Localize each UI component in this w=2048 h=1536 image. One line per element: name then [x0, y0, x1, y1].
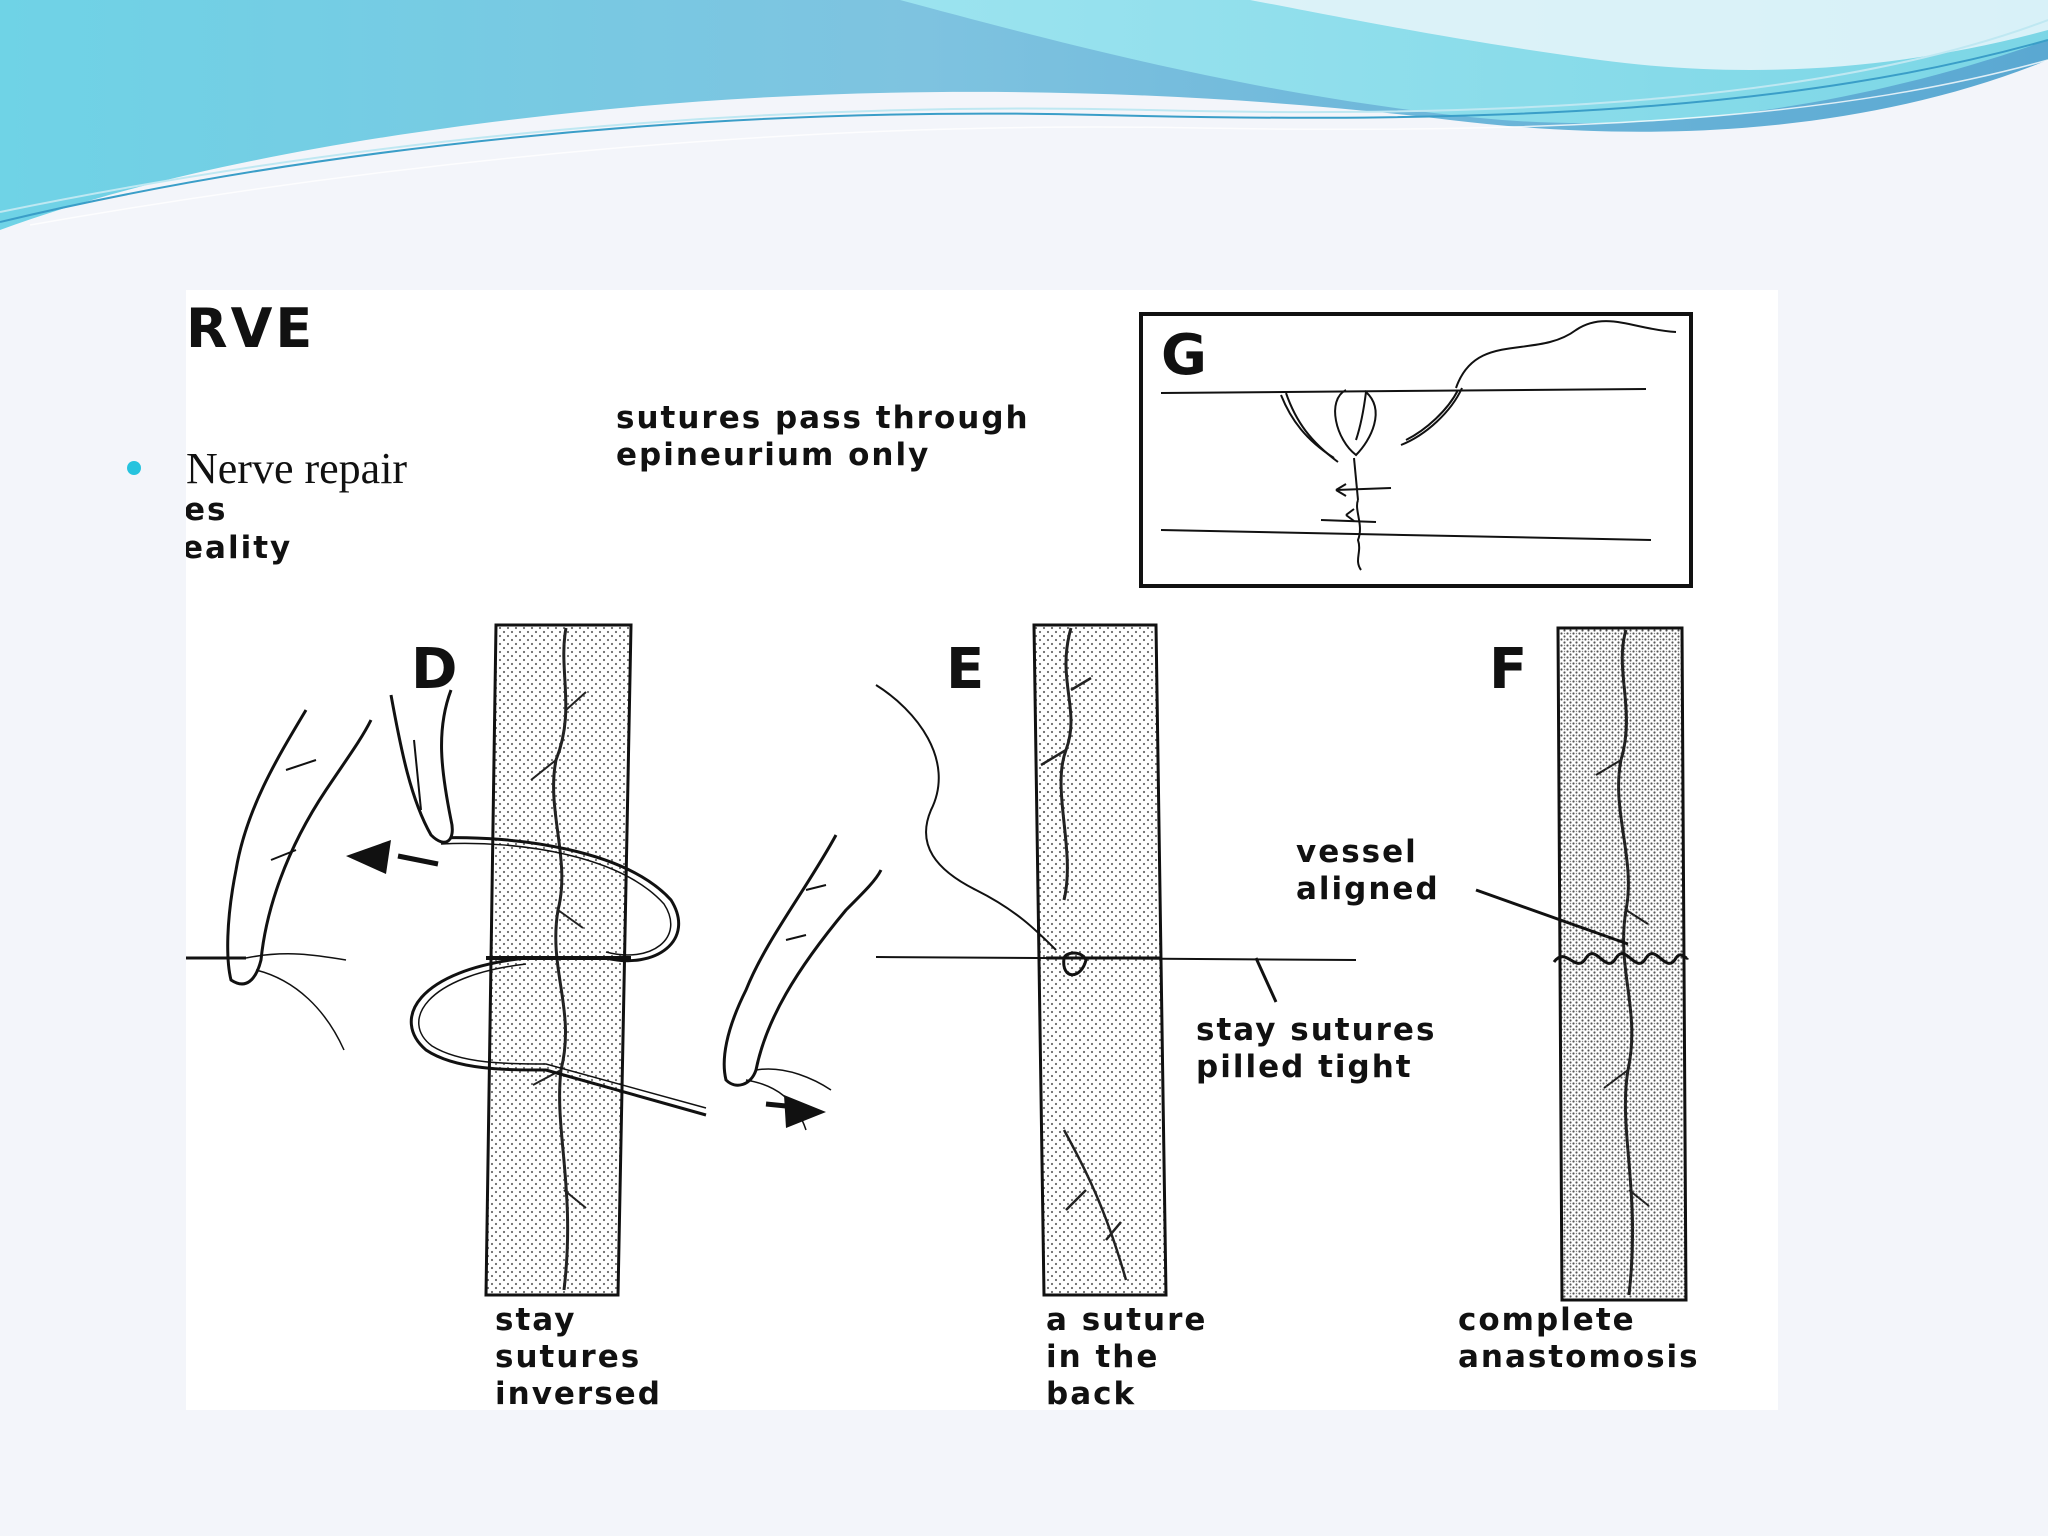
- panel-f-caption-line-2: anastomosis: [1458, 1339, 1700, 1375]
- figure-title-fragment: RVE: [186, 297, 315, 360]
- panel-e-caption-line-2: in the: [1046, 1339, 1159, 1375]
- panel-e-callout-line-1: stay sutures: [1196, 1012, 1436, 1048]
- figure-fragment-line-2: eality: [186, 530, 292, 566]
- panel-f-vessel: [1556, 626, 1688, 1302]
- panel-d-suture-upper: [435, 836, 681, 963]
- panel-e-caption-line-1: a suture: [1046, 1302, 1207, 1338]
- panel-g-caption-line-1: sutures pass through: [616, 400, 1030, 436]
- panel-e: E stay sutures pilled tight a suture in …: [875, 623, 1436, 1410]
- panel-g-letter: G: [1161, 323, 1207, 388]
- panel-g: sutures pass through epineurium only G: [616, 312, 1693, 588]
- panel-e-letter: E: [946, 637, 984, 702]
- panel-d-vessel-crack: [552, 627, 570, 1291]
- nerve-repair-figure: RVE es eality sutures pass through epine…: [186, 290, 1778, 1410]
- panel-d-caption-line-2: sutures: [495, 1339, 641, 1375]
- panel-e-caption-line-3: back: [1046, 1376, 1136, 1410]
- panel-f-caption-line-1: complete: [1458, 1302, 1636, 1338]
- header-wave-decoration: [0, 0, 2048, 230]
- panel-d-forceps-left: [226, 709, 373, 986]
- panel-f-callout-line-1: vessel: [1296, 834, 1418, 870]
- panel-f-letter: F: [1489, 637, 1527, 702]
- bullet-dot: [127, 461, 141, 475]
- panel-g-caption-line-2: epineurium only: [616, 437, 930, 473]
- panel-f-anastomosis-line: [1552, 952, 1690, 965]
- panel-d-caption-line-3: inversed: [495, 1376, 662, 1410]
- panel-e-callout-line-2: pilled tight: [1196, 1049, 1413, 1085]
- panel-e-suture-thread: [875, 684, 1057, 951]
- panel-f: F vessel aligned complete anastomosis: [1296, 626, 1700, 1375]
- bullet-text-nerve-repair: Nerve repair: [186, 444, 408, 493]
- panel-d-suture-lower: [409, 956, 707, 1117]
- panel-e-stay-suture: [875, 956, 1357, 961]
- panel-d-forceps-upper: [389, 689, 454, 844]
- panel-f-callout-line-2: aligned: [1296, 871, 1440, 907]
- panel-d-caption-line-1: stay: [495, 1302, 576, 1338]
- panel-d-forceps-right: [722, 834, 883, 1087]
- panel-d-arrow-left: [397, 853, 439, 867]
- figure-fragment-line-1: es: [186, 492, 227, 528]
- panel-d: D stay: [186, 623, 883, 1410]
- panel-e-vessel: [1032, 623, 1168, 1297]
- panel-g-frame: [1139, 312, 1693, 588]
- panel-g-drawing: [1160, 320, 1677, 571]
